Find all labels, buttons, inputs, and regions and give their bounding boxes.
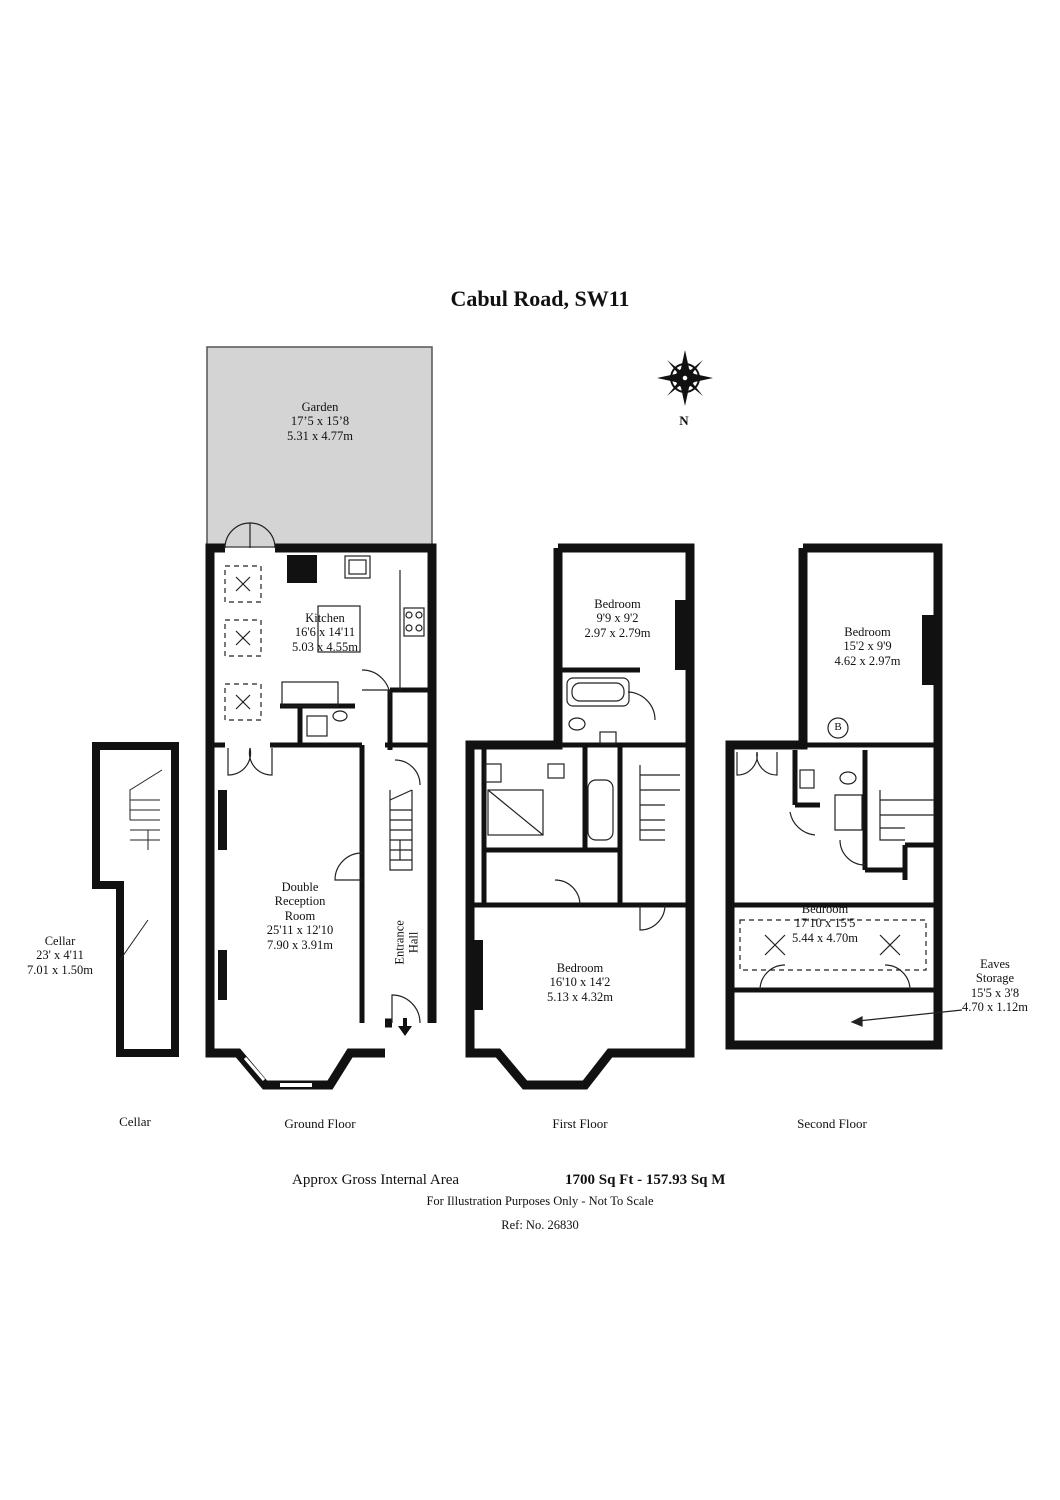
room-imperial: 15'5 x 3'8 [970, 985, 1020, 1000]
room-imperial: 17’5 x 15’8 [290, 414, 350, 429]
gross-area-value: 1700 Sq Ft - 157.93 Sq M [565, 1172, 726, 1188]
room-imperial: 15'2 x 9'9 [843, 639, 892, 654]
room-name-line: Eaves [980, 957, 1010, 971]
room-name: Bedroom [594, 597, 641, 611]
room-name: Bedroom [801, 902, 849, 916]
room-name: Cellar [44, 934, 76, 948]
room-metric: 5.44 x 4.70m [792, 930, 858, 945]
cellar-stairs [119, 769, 163, 961]
room-metric: 5.03 x 4.55m [292, 639, 358, 654]
room-imperial: 23' x 4'11 [36, 948, 84, 963]
floor-label-first: First Floor [552, 1116, 608, 1131]
room-metric: 4.62 x 2.97m [834, 653, 901, 668]
room-metric: 5.13 x 4.32m [547, 989, 613, 1004]
reception-room-label: Double Reception Room 25'11 x 12'10 7.90… [240, 880, 360, 952]
ff-bedroom-rear-label: Bedroom 9'9 x 9'2 2.97 x 2.79m [560, 597, 675, 640]
room-name: Garden [301, 400, 339, 414]
floor-label-cellar: Cellar [119, 1114, 151, 1129]
room-imperial: 25'11 x 12'10 [266, 923, 334, 938]
floor-label-second: Second Floor [797, 1116, 867, 1131]
gross-area-label: Approx Gross Internal Area [292, 1172, 460, 1188]
entrance-arrow-icon [398, 1018, 412, 1036]
room-metric: 7.01 x 1.50m [27, 962, 93, 977]
garden-area [206, 346, 433, 548]
room-imperial: 17'10 x 15'5 [794, 916, 856, 931]
room-name-line: Hall [407, 931, 421, 954]
room-name-line: Entrance [392, 920, 407, 965]
ff-bedroom-front-label: Bedroom 16'10 x 14'2 5.13 x 4.32m [520, 961, 640, 1004]
room-imperial: 16'10 x 14'2 [549, 975, 611, 990]
sf-bedroom-front-label: Bedroom 17'10 x 15'5 5.44 x 4.70m [765, 902, 885, 945]
boiler-label: B [834, 721, 842, 733]
garden-label: Garden 17’5 x 15’8 5.31 x 4.77m [250, 400, 390, 443]
room-imperial: 9'9 x 9'2 [596, 611, 639, 626]
eaves-storage-label: Eaves Storage 15'5 x 3'8 4.70 x 1.12m [945, 957, 1045, 1015]
room-metric: 7.90 x 3.91m [267, 937, 333, 952]
reference-number: Ref: No. 26830 [501, 1218, 579, 1232]
room-name-line: Room [284, 908, 316, 923]
room-name-line: Double [281, 880, 319, 894]
floor-label-ground: Ground Floor [284, 1116, 356, 1131]
room-metric: 2.97 x 2.79m [584, 625, 651, 640]
room-imperial: 16'6 x 14'11 [294, 625, 356, 640]
north-label: N [679, 413, 689, 428]
cellar-label: Cellar 23' x 4'11 7.01 x 1.50m [15, 934, 105, 977]
room-name: Bedroom [556, 961, 604, 975]
compass-rose-icon [657, 350, 713, 406]
first-floor-plan [465, 543, 695, 1090]
cellar-plan [92, 742, 179, 1057]
page-title: Cabul Road, SW11 [450, 286, 630, 311]
second-floor-plan [725, 543, 963, 1050]
room-metric: 4.70 x 1.12m [962, 1000, 1028, 1015]
sf-bedroom-rear-label: Bedroom 15'2 x 9'9 4.62 x 2.97m [810, 625, 925, 668]
room-name-line: Reception [274, 894, 326, 909]
disclaimer: For Illustration Purposes Only - Not To … [426, 1194, 654, 1208]
room-name: Bedroom [844, 625, 891, 639]
entrance-hall-label: Entrance Hall [393, 902, 422, 982]
room-metric: 5.31 x 4.77m [287, 428, 353, 443]
kitchen-label: Kitchen 16'6 x 14'11 5.03 x 4.55m [260, 611, 390, 654]
room-name: Kitchen [305, 611, 345, 625]
room-name-line: Storage [975, 971, 1015, 986]
ground-floor-plan [205, 522, 437, 1090]
